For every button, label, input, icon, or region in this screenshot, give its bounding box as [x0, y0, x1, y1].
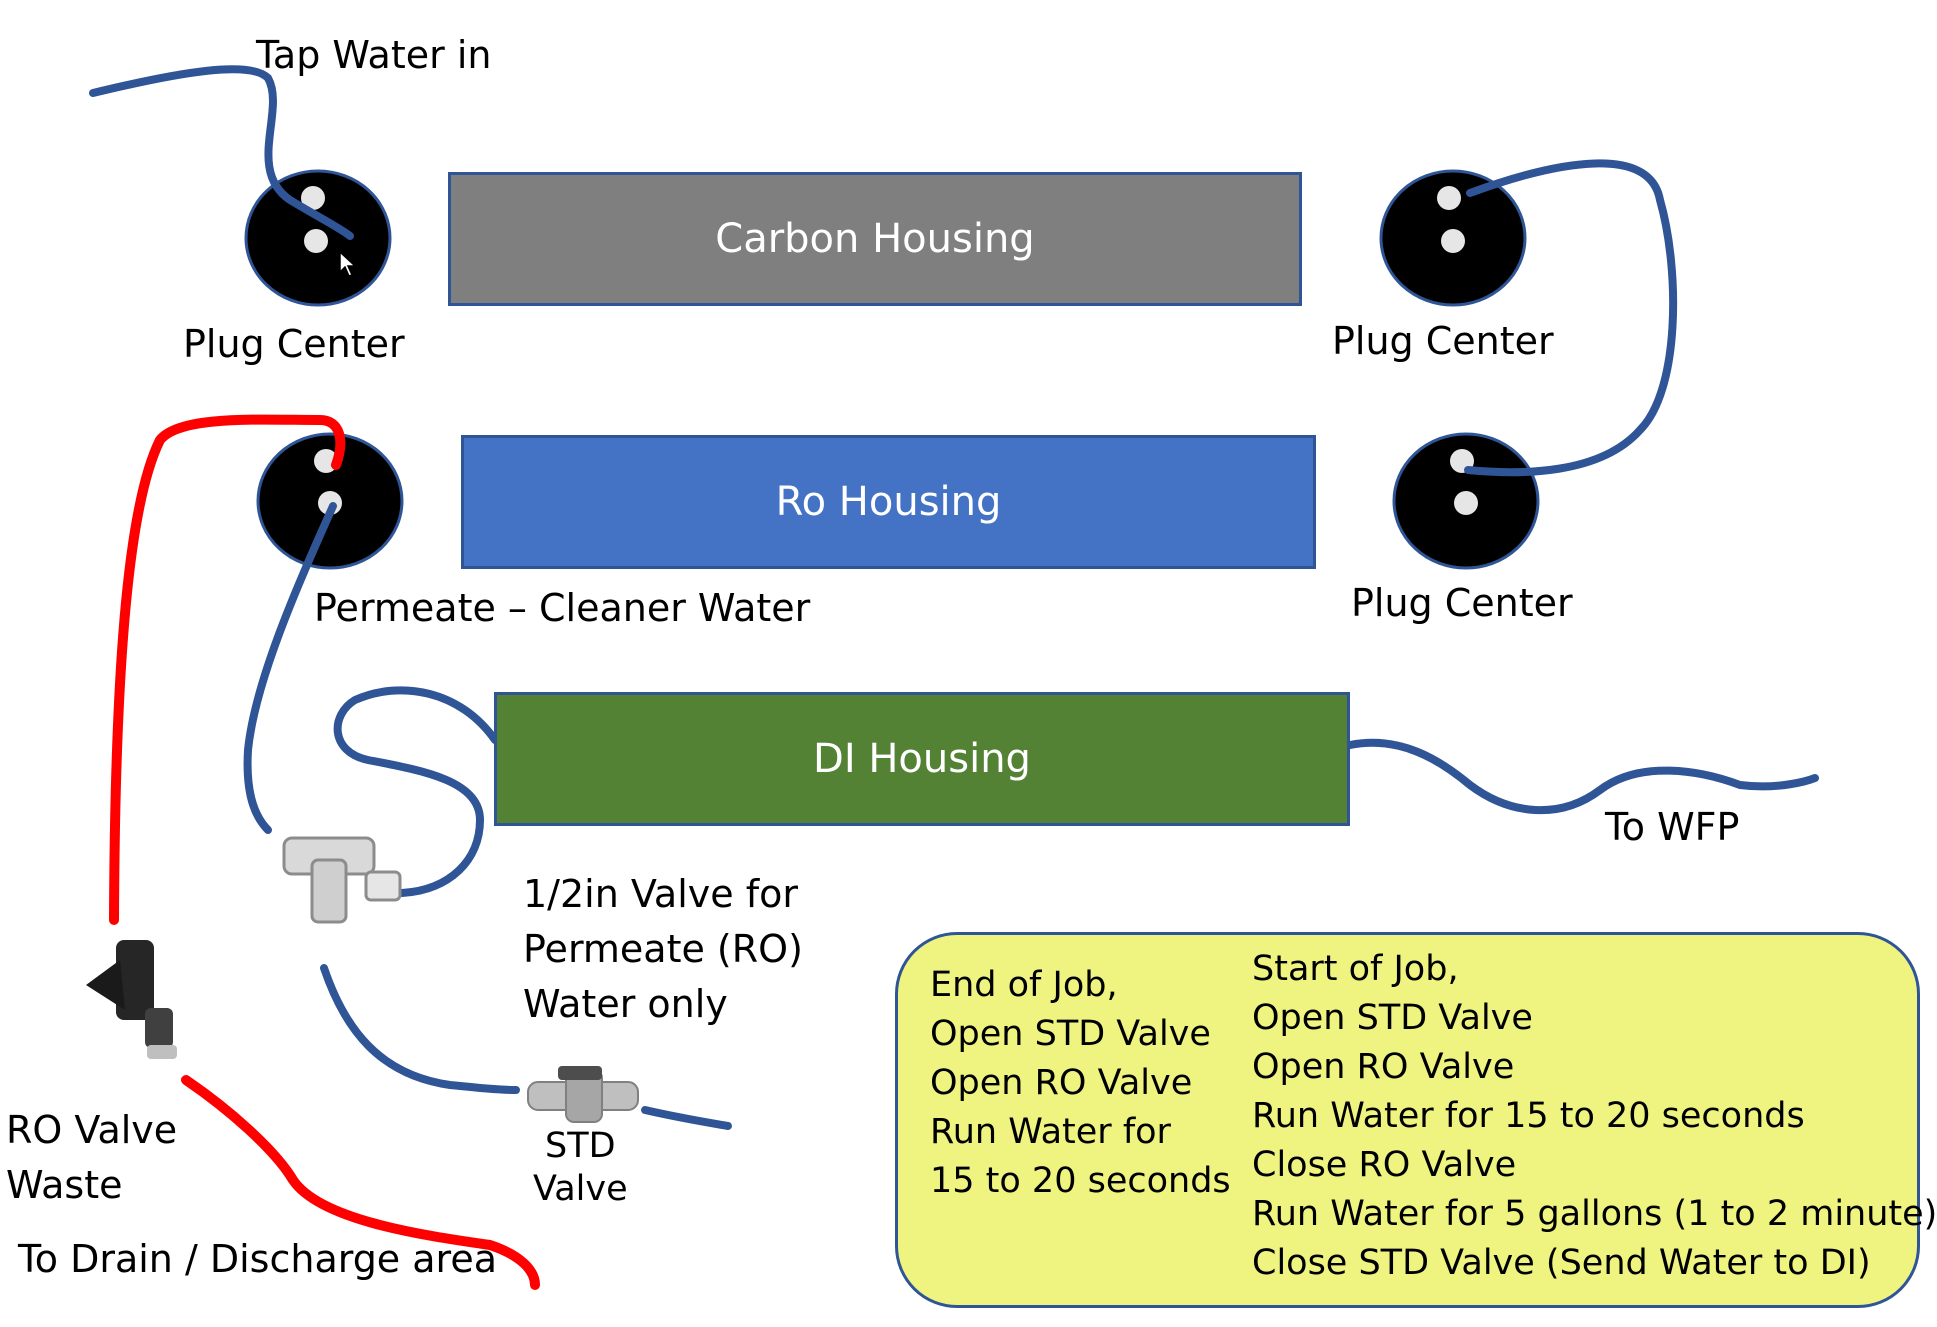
start-of-job-step: Run Water for 5 gallons (1 to 2 minute) — [1252, 1194, 1937, 1234]
std-valve-icon — [527, 1066, 639, 1123]
to-wfp-label: To WFP — [1605, 805, 1740, 849]
plug-center-carbon-out — [1379, 169, 1527, 307]
hose-tee-to-di — [333, 686, 499, 897]
end-of-job-step: Open RO Valve — [930, 1063, 1193, 1103]
carbon-housing: Carbon Housing — [448, 172, 1302, 306]
hose-di-to-wfp — [1346, 738, 1819, 815]
end-of-job-step: 15 to 20 seconds — [930, 1161, 1231, 1201]
start-of-job-step: Open STD Valve — [1252, 998, 1533, 1038]
di-housing: DI Housing — [494, 692, 1350, 826]
plug-center-carbon-in — [244, 169, 392, 307]
plug-center-ro-in — [1392, 432, 1540, 570]
start-of-job-step: Open RO Valve — [1252, 1047, 1515, 1087]
di-housing-label: DI Housing — [813, 736, 1031, 782]
start-of-job-step: Run Water for 15 to 20 seconds — [1252, 1096, 1805, 1136]
tap-water-in-label: Tap Water in — [256, 33, 492, 77]
start-of-job-steps: Start of Job, Open STD Valve Open RO Val… — [1252, 945, 1937, 1288]
ro-housing-label: Ro Housing — [775, 479, 1002, 525]
permeate-valve-label: 1/2in Valve for Permeate (RO) Water only — [523, 872, 803, 1026]
carbon-housing-label: Carbon Housing — [715, 216, 1035, 262]
hose-permeate-to-tee — [243, 502, 337, 834]
end-of-job-step: Run Water for — [930, 1112, 1171, 1152]
plug-center-label-3: Plug Center — [1351, 581, 1573, 625]
hose-carbon-to-ro — [1464, 159, 1678, 477]
cursor-icon — [339, 250, 357, 277]
ro-housing: Ro Housing — [461, 435, 1316, 569]
hose-tee-to-std-valve — [320, 964, 520, 1094]
end-of-job-step: Open STD Valve — [930, 1014, 1211, 1054]
hose-drain — [181, 1075, 540, 1290]
hose-std-valve-out — [641, 1106, 732, 1130]
permeate-label: Permeate – Cleaner Water — [314, 586, 811, 630]
std-valve-label: STD Valve — [533, 1126, 628, 1209]
to-drain-label: To Drain / Discharge area — [18, 1237, 498, 1281]
end-of-job-step: End of Job, — [930, 965, 1118, 1005]
start-of-job-step: Close STD Valve (Send Water to DI) — [1252, 1243, 1871, 1283]
instructions-panel: End of Job, Open STD Valve Open RO Valve… — [895, 932, 1937, 1308]
hose-tap-inlet — [89, 65, 354, 240]
tee-fitting-icon — [282, 836, 402, 924]
start-of-job-step: Start of Job, — [1252, 949, 1459, 989]
plug-center-ro-out — [256, 432, 404, 570]
ro-waste-valve-icon — [86, 940, 177, 1059]
end-of-job-steps: End of Job, Open STD Valve Open RO Valve… — [930, 961, 1231, 1206]
start-of-job-step: Close RO Valve — [1252, 1145, 1517, 1185]
plug-center-label-1: Plug Center — [183, 322, 405, 366]
ro-valve-waste-label: RO Valve Waste — [6, 1108, 178, 1207]
plug-center-label-2: Plug Center — [1332, 319, 1554, 363]
hose-ro-waste — [109, 414, 346, 925]
